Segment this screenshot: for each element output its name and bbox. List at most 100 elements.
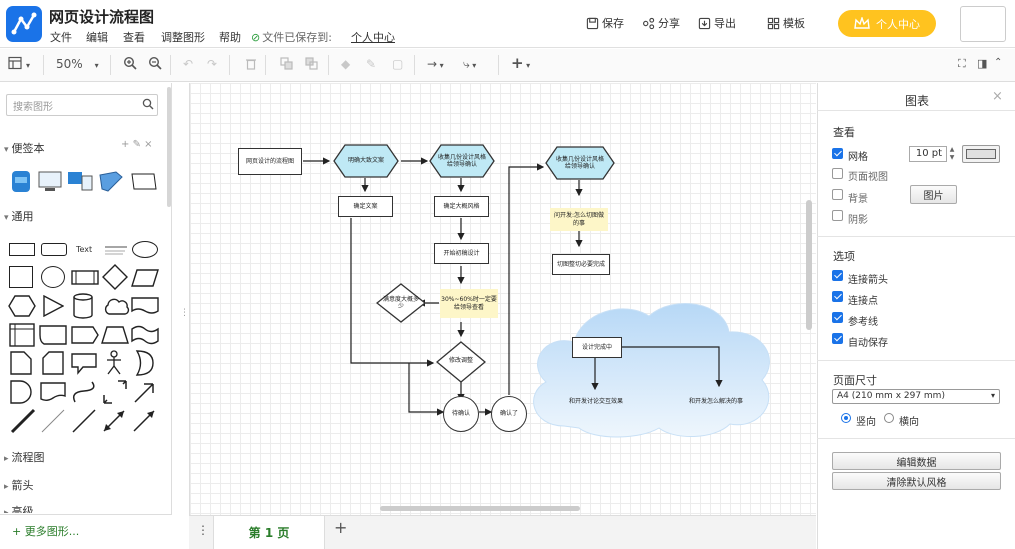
node-design-complete[interactable]: 设计完成中 <box>572 337 622 358</box>
or-shape[interactable] <box>135 350 155 380</box>
edit-data-button[interactable]: 编辑数据 <box>832 452 1001 470</box>
export-button[interactable]: 导出 <box>698 15 736 31</box>
tape-shape[interactable] <box>39 325 67 349</box>
directional-connector-shape[interactable] <box>131 408 157 438</box>
landscape-radio[interactable] <box>884 413 894 423</box>
internal-storage-shape[interactable] <box>9 323 35 351</box>
to-front-button[interactable] <box>280 57 293 73</box>
node-discuss-solution[interactable]: 和开发怎么解决的事 <box>688 397 743 405</box>
line-color-button[interactable]: ✎ <box>366 57 376 71</box>
dashed-line-shape[interactable] <box>40 408 66 438</box>
section-arrows[interactable]: ▸箭头 <box>4 477 34 493</box>
page-view-checkbox[interactable] <box>832 168 843 179</box>
section-scratchpad[interactable]: ▾便签本 <box>4 140 45 156</box>
zoom-select[interactable]: 50%▾ <box>56 57 99 71</box>
cloud-shape[interactable] <box>102 296 130 320</box>
manual-input-shape[interactable] <box>40 382 66 406</box>
page-menu-button[interactable]: ⋮ <box>197 523 209 537</box>
shadow-button[interactable]: ▢ <box>392 57 403 71</box>
monitor-shape[interactable] <box>38 171 62 191</box>
textbox-shape[interactable] <box>103 243 129 257</box>
connection-style-button[interactable]: → ▾ <box>427 57 444 71</box>
node-note-slicing[interactable]: 问开发:怎么切图做的事 <box>550 208 608 231</box>
zoom-in-button[interactable] <box>123 56 137 73</box>
text-shape[interactable]: Text <box>76 245 93 254</box>
bidirectional-connector-shape[interactable] <box>101 408 127 438</box>
waypoint-style-button[interactable]: ⤷ ▾ <box>463 57 476 72</box>
grid-color-button[interactable] <box>962 145 1000 163</box>
document-shape[interactable] <box>131 297 159 319</box>
computer-shape[interactable] <box>68 172 93 191</box>
save-button[interactable]: 保存 <box>586 15 624 31</box>
app-logo-icon[interactable] <box>6 6 42 42</box>
node-start[interactable]: 网页设计的流程图 <box>238 148 302 175</box>
node-collect-styles[interactable]: 收集几份设计风格给领导确认 <box>437 153 486 169</box>
cloud-background-shape[interactable] <box>524 294 780 440</box>
canvas-horizontal-scrollbar[interactable] <box>380 506 580 511</box>
node-discuss-interaction[interactable]: 和开发讨论交互效果 <box>568 397 623 405</box>
connection-points-checkbox[interactable] <box>832 291 843 302</box>
left-panel-scrollbar[interactable] <box>167 87 171 207</box>
page-size-select[interactable]: A4 (210 mm x 297 mm)▾ <box>832 389 1000 404</box>
fullscreen-button[interactable]: ⛶ <box>958 57 966 71</box>
autosave-checkbox[interactable] <box>832 333 843 344</box>
connection-arrows-checkbox[interactable] <box>832 270 843 281</box>
process-shape[interactable] <box>71 267 99 291</box>
close-panel-button[interactable]: × <box>992 89 1003 104</box>
node-pending[interactable]: 待确认 <box>443 396 479 432</box>
line-shape[interactable] <box>71 408 97 438</box>
shape-search-input[interactable]: 搜索图形 <box>6 94 158 116</box>
section-flowchart[interactable]: ▸流程图 <box>4 449 45 465</box>
undo-button[interactable]: ↶ <box>183 57 193 71</box>
folded-card-shape[interactable] <box>42 351 64 379</box>
node-start-draft[interactable]: 开始初稿设计 <box>434 243 489 264</box>
thick-line-shape[interactable] <box>10 408 36 438</box>
document-title[interactable]: 网页设计流程图 <box>49 8 155 26</box>
node-confirmed[interactable]: 确认了 <box>491 396 527 432</box>
menu-help[interactable]: 帮助 <box>219 31 241 44</box>
grid-size-input[interactable]: 10 pt <box>909 146 947 162</box>
grid-size-stepper[interactable]: ▲▼ <box>948 146 956 162</box>
circle-shape[interactable] <box>41 266 65 288</box>
parallelogram-shape[interactable] <box>131 269 159 291</box>
section-general[interactable]: ▾通用 <box>4 208 34 224</box>
node-revise[interactable]: 修改调整 <box>448 357 473 365</box>
fill-color-button[interactable]: ◆ <box>341 57 350 71</box>
share-button[interactable]: 分享 <box>642 15 680 31</box>
callout-shape[interactable] <box>71 353 97 379</box>
search-icon[interactable] <box>142 98 154 110</box>
scratchpad-actions[interactable]: + ✎ × <box>121 139 153 150</box>
toggle-panel-button[interactable]: ◨ <box>977 57 987 70</box>
grid-checkbox[interactable] <box>832 148 843 159</box>
to-back-button[interactable] <box>305 57 318 73</box>
collapse-button[interactable]: ⌃ <box>994 57 1002 68</box>
menu-view[interactable]: 查看 <box>123 31 145 44</box>
background-checkbox[interactable] <box>832 189 843 200</box>
curve-shape[interactable] <box>72 379 96 409</box>
more-shapes-button[interactable]: + 更多图形... <box>12 523 79 539</box>
menu-file[interactable]: 文件 <box>50 31 72 44</box>
add-page-button[interactable]: + <box>334 518 347 537</box>
node-copy-outline[interactable]: 明确大致文案 <box>347 157 384 165</box>
chevron-down-icon[interactable]: ▾ <box>26 61 31 70</box>
zoom-out-button[interactable] <box>148 56 162 73</box>
square-shape[interactable] <box>9 266 33 288</box>
panel-resize-handle[interactable]: ⋮ <box>180 308 189 318</box>
arrow-shape[interactable] <box>132 379 158 409</box>
redo-button[interactable]: ↷ <box>207 57 217 71</box>
triangle-shape[interactable] <box>42 294 65 321</box>
delay-shape[interactable] <box>10 380 32 408</box>
double-arrow-shape[interactable] <box>102 379 128 409</box>
cylinder-shape[interactable] <box>73 293 93 323</box>
avatar[interactable] <box>960 6 1006 42</box>
vip-center-button[interactable]: 个人中心 <box>838 10 936 37</box>
hexagon-shape[interactable] <box>8 295 36 321</box>
actor-shape[interactable] <box>104 350 124 380</box>
node-satisfaction[interactable]: 满意度大概多少 <box>382 295 419 311</box>
tab-page-1[interactable]: 第 1 页 <box>213 516 325 549</box>
card-shape[interactable] <box>131 173 157 190</box>
save-location-link[interactable]: 个人中心 <box>351 31 395 44</box>
node-confirm-copy[interactable]: 确定文案 <box>338 196 393 217</box>
portrait-radio[interactable] <box>841 413 851 423</box>
guides-checkbox[interactable] <box>832 312 843 323</box>
